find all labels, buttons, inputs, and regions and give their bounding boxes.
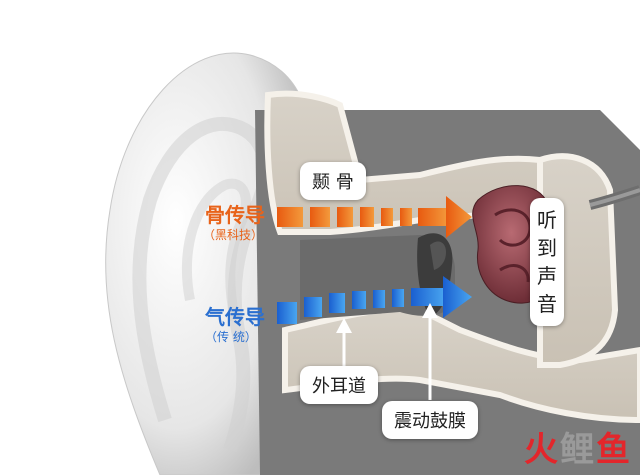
hear-sound-char-4: 音 <box>537 292 557 316</box>
hear-sound-char-1: 听 <box>537 208 557 232</box>
watermark-logo: 火鲤鱼 <box>524 422 632 471</box>
hear-sound-char-3: 声 <box>537 264 557 288</box>
hear-sound-char-2: 到 <box>537 236 557 260</box>
bone-conduction-sublabel: （黑科技） <box>203 228 264 242</box>
air-conduction-arrow <box>277 276 472 324</box>
air-conduction-label: 气传导 <box>205 305 265 329</box>
hear-sound-label: 听 到 声 音 <box>530 198 564 326</box>
temporal-bone-label: 颞 骨 <box>300 162 366 200</box>
watermark-part-3: 鱼 <box>596 430 632 470</box>
outer-ear-canal-label: 外耳道 <box>300 366 378 404</box>
bone-conduction-arrow <box>277 196 472 238</box>
air-conduction-sublabel: （传 统） <box>205 330 257 344</box>
bone-conduction-label: 骨传导 <box>205 203 265 227</box>
watermark-part-2: 鲤 <box>560 430 596 470</box>
watermark-part-1: 火 <box>524 430 560 470</box>
eardrum-vibration-label: 震动鼓膜 <box>382 401 478 439</box>
